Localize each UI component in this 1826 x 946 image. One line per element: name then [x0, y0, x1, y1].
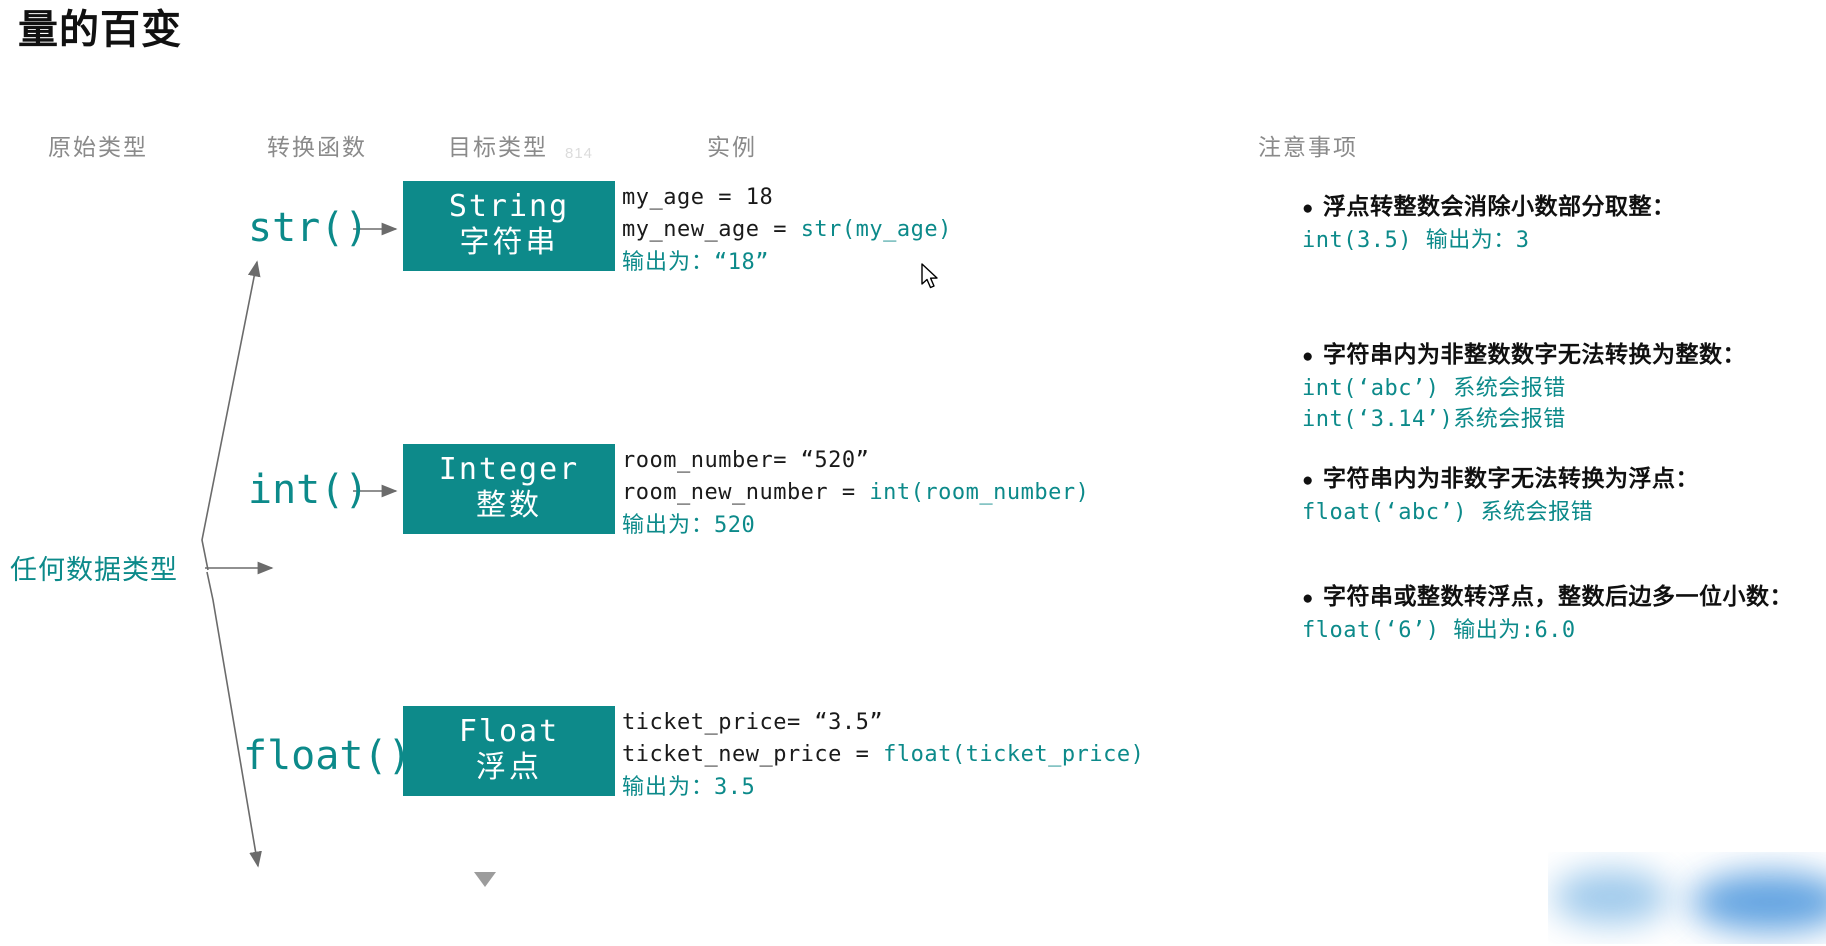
- note-3-headline-text: 字符串或整数转浮点，整数后边多一位小数：: [1322, 583, 1793, 609]
- example-float-line2-assign: ticket_new_price =: [622, 742, 884, 767]
- type-box-string: String 字符串: [403, 181, 615, 271]
- example-float-line3: 输出为：3.5: [622, 771, 1144, 804]
- type-box-float: Float 浮点: [403, 706, 615, 796]
- bullet-icon: ●: [1302, 470, 1314, 491]
- watermark-text: 814: [565, 145, 594, 162]
- note-item-1: ● 字符串内为非整数数字无法转换为整数： int(‘abc’) 系统会报错 int…: [1302, 338, 1826, 435]
- type-box-integer-cn: 整数: [476, 489, 542, 522]
- example-str-line3: 输出为：“18”: [622, 246, 952, 279]
- blurred-watermark-blob: [1548, 852, 1826, 944]
- bullet-icon: ●: [1302, 588, 1314, 609]
- blob-left: [1552, 870, 1670, 924]
- function-label-int: int(): [248, 467, 369, 513]
- example-int-line2: room_new_number = int(room_number): [622, 477, 1089, 509]
- note-2-headline: ● 字符串内为非数字无法转换为浮点：: [1302, 462, 1826, 497]
- example-str-line2-assign: my_new_age =: [622, 217, 801, 242]
- note-0-headline-text: 浮点转整数会消除小数部分取整：: [1322, 193, 1676, 219]
- note-3-headline: ● 字符串或整数转浮点，整数后边多一位小数：: [1302, 580, 1826, 615]
- note-item-2: ● 字符串内为非数字无法转换为浮点： float(‘abc’) 系统会报错: [1302, 462, 1826, 528]
- type-box-string-cn: 字符串: [459, 226, 559, 259]
- note-2-headline-text: 字符串内为非数字无法转换为浮点：: [1322, 465, 1699, 491]
- note-item-3: ● 字符串或整数转浮点，整数后边多一位小数： float(‘6’) 输出为:6.0: [1302, 580, 1826, 646]
- example-block-int: room_number= “520” room_new_number = int…: [622, 445, 1089, 542]
- column-header-target-type: 目标类型: [448, 134, 548, 160]
- example-float-output-value: 3.5: [714, 775, 756, 800]
- example-float-line2: ticket_new_price = float(ticket_price): [622, 739, 1144, 771]
- type-box-float-cn: 浮点: [476, 751, 542, 784]
- note-1-headline-text: 字符串内为非整数数字无法转换为整数：: [1322, 341, 1746, 367]
- bullet-icon: ●: [1302, 198, 1314, 219]
- example-float-line2-call: float(ticket_price): [883, 742, 1145, 767]
- arrow-any-to-str: [201, 260, 261, 571]
- note-3-code-0: float(‘6’) 输出为:6.0: [1302, 618, 1576, 643]
- arrow-any-to-float: [206, 571, 262, 868]
- column-header-example: 实例: [707, 134, 757, 160]
- bullet-icon: ●: [1302, 346, 1314, 367]
- source-type-label: 任何数据类型: [10, 555, 178, 585]
- type-box-integer: Integer 整数: [403, 444, 615, 534]
- note-item-0: ● 浮点转整数会消除小数部分取整： int(3.5) 输出为：3: [1302, 190, 1826, 256]
- column-header-notes: 注意事项: [1258, 134, 1358, 160]
- note-0-headline: ● 浮点转整数会消除小数部分取整：: [1302, 190, 1826, 225]
- function-label-float: float(): [243, 733, 412, 779]
- example-int-output-value: 520: [714, 513, 756, 538]
- example-int-line2-assign: room_new_number =: [622, 480, 870, 505]
- example-int-line3: 输出为：520: [622, 509, 1089, 542]
- column-header-convert-fn: 转换函数: [267, 134, 367, 160]
- note-1-headline: ● 字符串内为非整数数字无法转换为整数：: [1302, 338, 1826, 373]
- example-block-float: ticket_price= “3.5” ticket_new_price = f…: [622, 707, 1144, 804]
- example-float-output-label: 输出为：: [622, 774, 715, 799]
- example-str-output-value: “18”: [714, 250, 769, 275]
- blob-right: [1690, 872, 1826, 932]
- page-title: 量的百变: [18, 8, 182, 52]
- example-float-line1: ticket_price= “3.5”: [622, 710, 884, 735]
- example-str-output-label: 输出为：: [622, 249, 715, 274]
- type-box-integer-en: Integer: [438, 452, 580, 487]
- note-1-code-1: int(‘3.14’)系统会报错: [1302, 407, 1566, 432]
- type-box-string-en: String: [448, 189, 570, 224]
- example-int-line1: room_number= “520”: [622, 448, 870, 473]
- note-0-code-0: int(3.5) 输出为：3: [1302, 228, 1530, 253]
- example-int-output-label: 输出为：: [622, 512, 715, 537]
- example-str-line1: my_age = 18: [622, 185, 774, 210]
- example-int-line2-call: int(room_number): [869, 480, 1090, 505]
- note-1-code-0: int(‘abc’) 系统会报错: [1302, 376, 1566, 401]
- function-label-str: str(): [248, 205, 369, 251]
- example-str-line2: my_new_age = str(my_age): [622, 214, 952, 246]
- stray-triangle-marker: [474, 872, 496, 887]
- column-header-source-type: 原始类型: [48, 134, 148, 160]
- type-box-float-en: Float: [458, 714, 560, 749]
- example-block-str: my_age = 18 my_new_age = str(my_age) 输出为…: [622, 182, 952, 279]
- example-str-line2-call: str(my_age): [800, 217, 952, 242]
- mouse-cursor-icon: [921, 263, 938, 289]
- note-2-code-0: float(‘abc’) 系统会报错: [1302, 500, 1594, 525]
